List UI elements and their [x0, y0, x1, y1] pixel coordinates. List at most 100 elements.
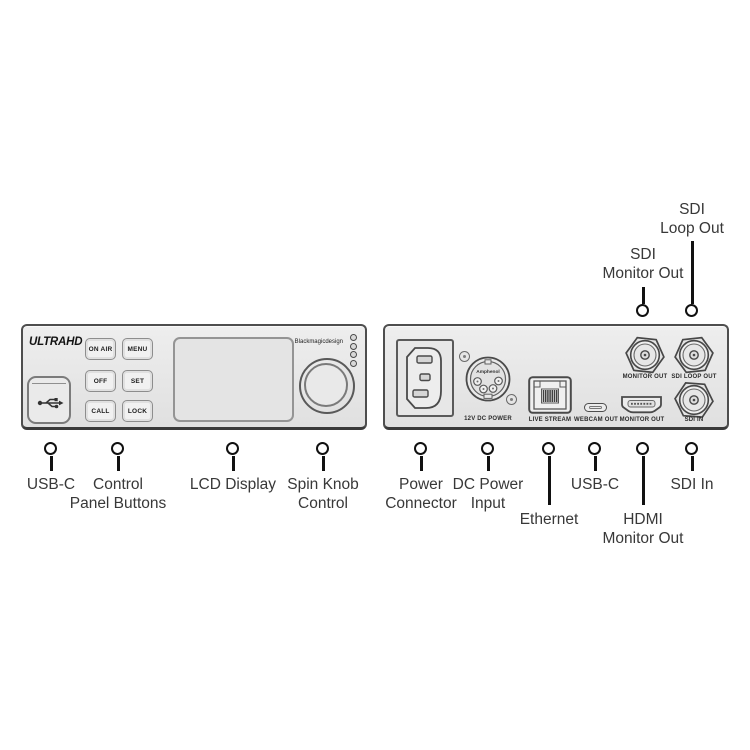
- callout-label-sdi-loop-out: SDI Loop Out: [627, 201, 750, 238]
- callout-dot: [111, 442, 124, 455]
- bnc-sdi-loop-out-port-label: SDI LOOP OUT: [671, 374, 717, 380]
- callout-dot: [414, 442, 427, 455]
- iec-inlet-icon: [406, 347, 442, 409]
- bnc-monitor-out-port-label: MONITOR OUT: [622, 374, 668, 380]
- spin-knob-inner: [304, 363, 348, 407]
- power-connector-port: [396, 339, 454, 417]
- callout-text: Monitor Out: [602, 529, 684, 547]
- ethernet-port-label: LIVE STREAM: [528, 417, 572, 423]
- usb-icon: [37, 398, 64, 409]
- callout-label-dc-power-input: DC Power Input: [423, 476, 553, 513]
- button-menu-label: MENU: [127, 345, 148, 353]
- callout-dot: [481, 442, 494, 455]
- bnc-sdi-loop-out-port: [674, 336, 714, 374]
- callout-line: [232, 456, 235, 471]
- callout-label-spin-knob-control: Spin Knob Control: [258, 476, 388, 513]
- callout-text: Connector: [385, 494, 457, 512]
- callout-dot: [636, 304, 649, 317]
- callout-dot: [685, 304, 698, 317]
- blackmagic-logo: Blackmagicdesign: [294, 339, 343, 345]
- screw-icon: [506, 394, 517, 405]
- callout-text: USB-C: [570, 476, 620, 493]
- dc-power-port-label: 12V DC POWER: [464, 416, 512, 422]
- callout-text: SDI In: [670, 476, 714, 493]
- callout-text: Control: [93, 476, 143, 493]
- xlr-dc-power-port: Amphenol: [465, 356, 511, 402]
- callout-line: [548, 456, 551, 505]
- button-lock: LOCK: [122, 400, 153, 422]
- callout-text: HDMI: [623, 511, 663, 528]
- callout-text: SDI: [630, 246, 656, 263]
- button-menu: MENU: [122, 338, 153, 360]
- callout-line: [420, 456, 423, 471]
- callout-dot: [685, 442, 698, 455]
- callout-text: Panel Buttons: [69, 494, 167, 512]
- callout-line: [691, 456, 694, 471]
- callout-line: [691, 241, 694, 304]
- bnc-sdi-in-port-label: SDI IN: [684, 417, 704, 423]
- callout-text: USB-C: [26, 476, 76, 493]
- ethernet-port: [528, 376, 572, 414]
- button-on-air: ON AIR: [85, 338, 116, 360]
- usb-port-lid: [32, 383, 66, 384]
- callout-text: SDI: [679, 201, 705, 218]
- spin-knob: [299, 358, 355, 414]
- hdmi-port: [621, 396, 662, 414]
- callout-label-usb-c-front: USB-C: [0, 476, 116, 495]
- hdmi-monitor-out-label: MONITOR OUT: [619, 417, 665, 423]
- usb-c-pin: [589, 405, 602, 409]
- callout-text: Control: [298, 494, 348, 512]
- button-set-label: SET: [130, 377, 145, 385]
- vent-hole: [350, 359, 357, 367]
- screw-icon: [459, 351, 470, 362]
- button-set: SET: [122, 370, 153, 392]
- vent-hole: [350, 342, 357, 350]
- callout-dot: [44, 442, 57, 455]
- vent-hole: [350, 334, 357, 341]
- button-call-label: CALL: [91, 407, 110, 415]
- callout-dot: [226, 442, 239, 455]
- vent-holes: [350, 334, 357, 368]
- bnc-monitor-out-port: [625, 336, 665, 374]
- callout-dot: [316, 442, 329, 455]
- callout-line: [117, 456, 120, 471]
- callout-text: DC Power: [452, 476, 524, 493]
- callout-label-ethernet: Ethernet: [484, 511, 614, 530]
- callout-text: Ethernet: [519, 511, 579, 528]
- callout-label-hdmi-monitor-out: HDMI Monitor Out: [578, 511, 708, 548]
- webcam-out-label: WEBCAM OUT: [574, 417, 618, 423]
- callout-label-lcd-display: LCD Display: [168, 476, 298, 495]
- lcd-display: [173, 337, 294, 422]
- callout-label-power-connector: Power Connector: [356, 476, 486, 513]
- callout-text: LCD Display: [189, 476, 277, 493]
- bnc-sdi-in-port: [674, 382, 714, 418]
- callout-text: Monitor Out: [602, 264, 684, 282]
- button-on-air-label: ON AIR: [88, 345, 113, 353]
- callout-label-sdi-monitor-out: SDI Monitor Out: [578, 246, 708, 283]
- callout-text: Power: [399, 476, 443, 493]
- button-lock-label: LOCK: [127, 407, 148, 415]
- front-panel: ULTRAHD ON AIR MENU OFF SET CALL LOCK Bl…: [21, 324, 367, 430]
- callout-label-usb-c-rear: USB-C: [530, 476, 660, 495]
- callout-text: Spin Knob: [287, 476, 359, 493]
- button-off-label: OFF: [93, 377, 108, 385]
- callout-dot: [636, 442, 649, 455]
- callout-line: [642, 287, 645, 304]
- xlr-brand-text: Amphenol: [476, 369, 499, 375]
- usb-c-port-rear: [584, 403, 607, 412]
- callout-line: [594, 456, 597, 471]
- vent-hole: [350, 351, 357, 358]
- callout-text: Input: [470, 494, 506, 512]
- button-off: OFF: [85, 370, 116, 392]
- callout-line: [322, 456, 325, 471]
- callout-text: Loop Out: [660, 219, 724, 237]
- ultrahd-logo: ULTRAHD: [29, 336, 83, 348]
- callout-label-sdi-in: SDI In: [627, 476, 750, 495]
- callout-label-control-panel-buttons: Control Panel Buttons: [53, 476, 183, 513]
- usb-c-port-front: [27, 376, 71, 424]
- callout-line: [50, 456, 53, 471]
- callout-dot: [542, 442, 555, 455]
- callout-line: [642, 456, 645, 505]
- button-call: CALL: [85, 400, 116, 422]
